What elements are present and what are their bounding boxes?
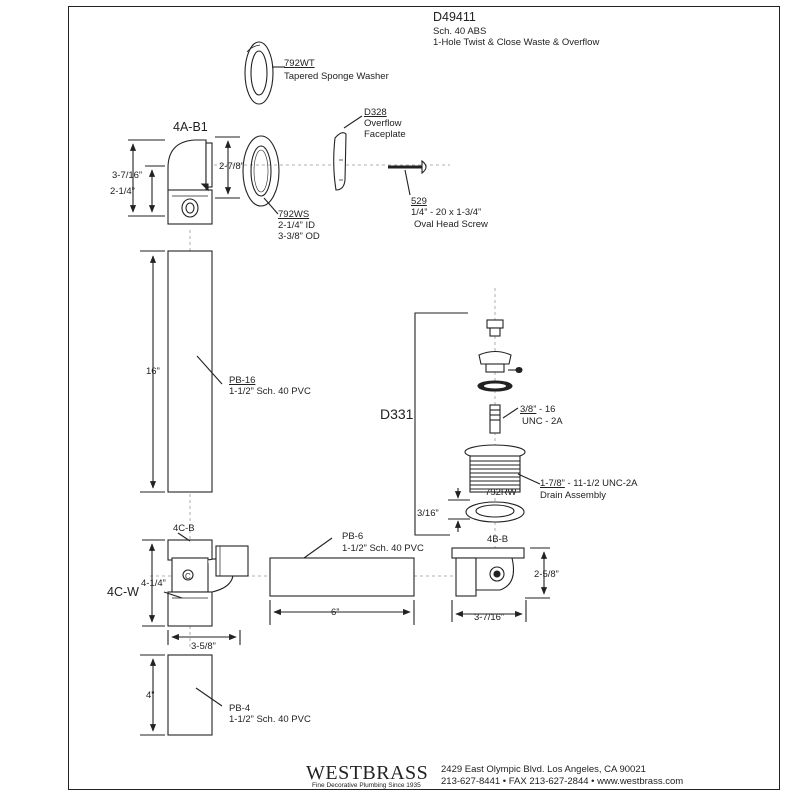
overflow-faceplate	[333, 115, 363, 191]
thread-spec-line1: 3/8” - 16	[520, 404, 555, 415]
overflow-elbow-4ab1	[167, 139, 213, 225]
part-d328-code: D328	[364, 107, 387, 118]
part-d328-desc2: Faceplate	[364, 129, 406, 140]
part-pb16-desc: 1-1/2” Sch. 40 PVC	[229, 386, 311, 397]
part-792wt-code: 792WT	[284, 58, 315, 69]
thread-size: 3/8”	[520, 404, 537, 415]
part-pb6-code: PB-6	[342, 531, 364, 542]
part-pb16-code: PB-16	[229, 375, 256, 386]
part-529-spec: 1/4” - 20 x 1-3/4”	[411, 207, 482, 218]
part-pb4-desc: 1-1/2” Sch. 40 PVC	[229, 714, 311, 725]
dim-2-1-4: 2-1/4”	[110, 186, 135, 197]
drain-body	[464, 444, 541, 493]
drain-stopper-parts	[477, 319, 523, 434]
part-529-code: 529	[411, 196, 427, 207]
thread-pitch: - 16	[536, 404, 556, 415]
company-contact: 213-627-8441 • FAX 213-627-2844 • www.we…	[441, 776, 684, 787]
dim-6: 6”	[331, 607, 340, 618]
drain-assembly-bracket	[414, 312, 468, 536]
drain-desc: Drain Assembly	[540, 490, 606, 501]
part-pb6-desc: 1-1/2” Sch. 40 PVC	[342, 543, 424, 554]
dim-2-5-8: 2-5/8”	[534, 569, 559, 580]
drain-thread-pitch: - 11-1/2 UNC-2A	[564, 478, 638, 489]
waste-shoe-4bb	[451, 547, 550, 622]
part-4cb-code: 4C-B	[173, 523, 195, 534]
model-number: D49411	[433, 10, 476, 24]
drain-thread-size: 1-7/8”	[540, 478, 565, 489]
drain-washer-792rw	[448, 488, 525, 532]
overflow-washer-792ws	[242, 135, 280, 215]
drain-spec-line1: 1-7/8” - 11-1/2 UNC-2A	[540, 478, 638, 489]
brand-tagline: Fine Decorative Plumbing Since 1935	[312, 782, 421, 789]
page-border	[68, 6, 780, 790]
oval-head-screw	[388, 159, 427, 196]
dim-16: 16”	[146, 366, 160, 377]
part-792ws-od: 3-3/8” OD	[278, 231, 320, 242]
pipe-pb6	[269, 537, 415, 625]
part-529-desc: Oval Head Screw	[414, 219, 488, 230]
dim-2-7-8: 2-7/8”	[219, 161, 244, 172]
part-792rw-code: 792RW	[485, 487, 517, 498]
part-792wt-desc: Tapered Sponge Washer	[284, 71, 389, 82]
thread-spec-line2: UNC - 2A	[522, 416, 563, 427]
pipe-pb16	[140, 250, 223, 493]
part-d331-code: D331	[380, 406, 414, 422]
part-d328-desc1: Overflow	[364, 118, 402, 129]
dim-3-7-16-top: 3-7/16”	[112, 170, 143, 181]
dim-4: 4”	[146, 690, 155, 701]
spec-line-1: Sch. 40 ABS	[433, 26, 487, 37]
centerline-mark: C	[185, 572, 191, 581]
dim-4-1-4: 4-1/4”	[141, 578, 166, 589]
part-792ws-code: 792WS	[278, 209, 310, 220]
part-4cw-code: 4C-W	[107, 585, 139, 599]
dim-3-7-16-bottom: 3-7/16”	[474, 612, 505, 623]
part-4bb-code: 4B-B	[487, 534, 509, 545]
part-792ws-id: 2-1/4” ID	[278, 220, 315, 231]
part-pb4-code: PB-4	[229, 703, 251, 714]
brand-logo: WESTBRASS	[306, 762, 429, 784]
waste-tee-4cb	[142, 532, 249, 645]
tapered-sponge-washer	[244, 41, 285, 105]
elbow-dims	[128, 136, 240, 217]
spec-line-2: 1-Hole Twist & Close Waste & Overflow	[433, 37, 600, 48]
company-address: 2429 East Olympic Blvd. Los Angeles, CA …	[441, 764, 646, 775]
dim-3-5-8: 3-5/8”	[191, 641, 216, 652]
dim-3-16: 3/16”	[417, 508, 439, 519]
pipe-pb4	[140, 654, 223, 736]
part-4ab1-code: 4A-B1	[173, 120, 208, 134]
